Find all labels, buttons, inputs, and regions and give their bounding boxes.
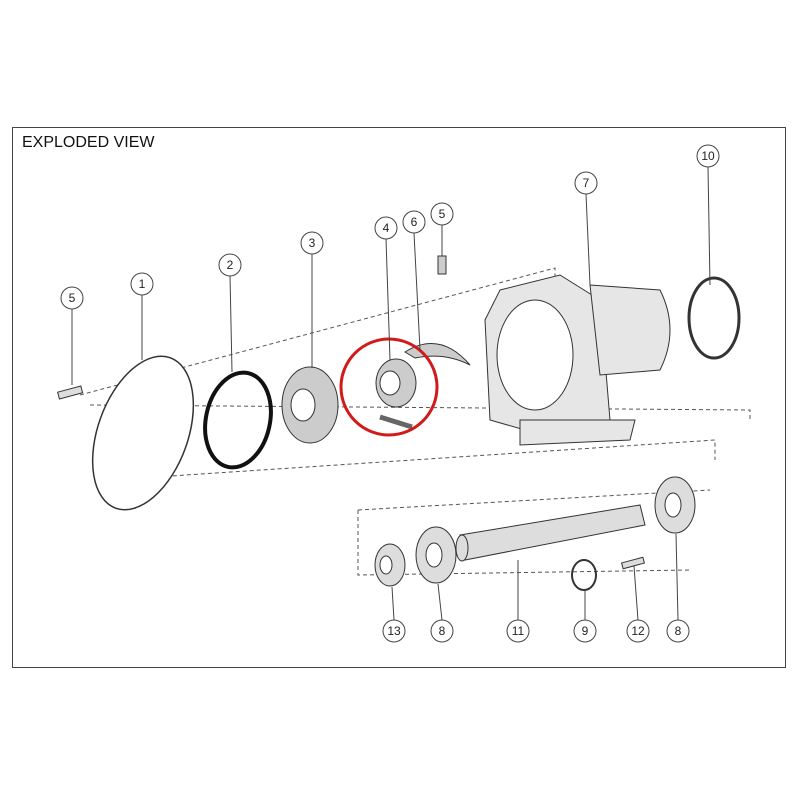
callout-label: 3 (309, 236, 316, 250)
callout-8: 8 (666, 533, 690, 643)
retaining-ring-part (687, 276, 741, 360)
callout-circle (626, 619, 650, 643)
leader-line (229, 275, 233, 373)
diagram-frame (12, 127, 786, 668)
callout-label: 1 (139, 277, 146, 291)
bearing-part (415, 526, 457, 584)
callout-label: 13 (387, 624, 401, 638)
callout-8: 8 (430, 583, 454, 643)
callout-5: 5 (430, 202, 454, 256)
callout-circle (60, 286, 84, 310)
leader-line (707, 166, 711, 286)
callout-13: 13 (382, 586, 406, 643)
callout-10: 10 (696, 144, 720, 286)
callout-label: 5 (439, 207, 446, 221)
screw-part (57, 385, 84, 400)
callout-label: 2 (227, 258, 234, 272)
leader-line (675, 533, 679, 621)
leader-line (437, 583, 443, 621)
callout-6: 6 (402, 210, 426, 351)
callout-label: 11 (512, 624, 525, 638)
callout-label: 6 (411, 215, 418, 229)
leader-line (585, 193, 591, 286)
callout-11: 11 (506, 560, 530, 643)
callout-2: 2 (218, 253, 242, 373)
callout-circle (300, 231, 324, 255)
callout-circle (573, 619, 597, 643)
leader-line (391, 586, 395, 621)
callout-circle (430, 202, 454, 226)
callout-label: 10 (701, 149, 715, 163)
seal-part (375, 358, 417, 430)
leader-line (413, 232, 421, 351)
callout-circle (382, 619, 406, 643)
callout-circle (574, 171, 598, 195)
shaft-part (455, 504, 646, 562)
callout-5: 5 (60, 286, 84, 385)
callout-4: 4 (374, 216, 398, 361)
callout-circle (696, 144, 720, 168)
callout-12: 12 (626, 565, 650, 643)
cam-screw-part (437, 255, 447, 275)
leader-line (385, 238, 391, 361)
callout-1: 1 (130, 272, 154, 360)
callout-circle (374, 216, 398, 240)
callout-label: 9 (582, 624, 589, 638)
callout-7: 7 (574, 171, 598, 286)
impeller-part (281, 366, 339, 444)
cover-plate-part (91, 355, 195, 511)
callout-label: 4 (383, 221, 390, 235)
diagram-title: EXPLODED VIEW (22, 134, 155, 151)
key-part (620, 556, 646, 570)
callout-circle (402, 210, 426, 234)
callout-circle (130, 272, 154, 296)
callout-label: 7 (583, 176, 590, 190)
pump-body-part (484, 274, 671, 446)
callout-label: 5 (69, 291, 76, 305)
callout-label: 12 (631, 624, 645, 638)
callout-9: 9 (573, 590, 597, 643)
callout-label: 8 (439, 624, 446, 638)
bearing-part (654, 476, 696, 534)
callout-circle (218, 253, 242, 277)
leader-line (633, 565, 639, 621)
callout-3: 3 (300, 231, 324, 368)
circlip-part (571, 559, 597, 591)
callout-label: 8 (675, 624, 682, 638)
seal-ring-part (374, 543, 406, 587)
callout-circle (430, 619, 454, 643)
o-ring-part (203, 370, 273, 470)
callout-circle (666, 619, 690, 643)
callout-circle (506, 619, 530, 643)
